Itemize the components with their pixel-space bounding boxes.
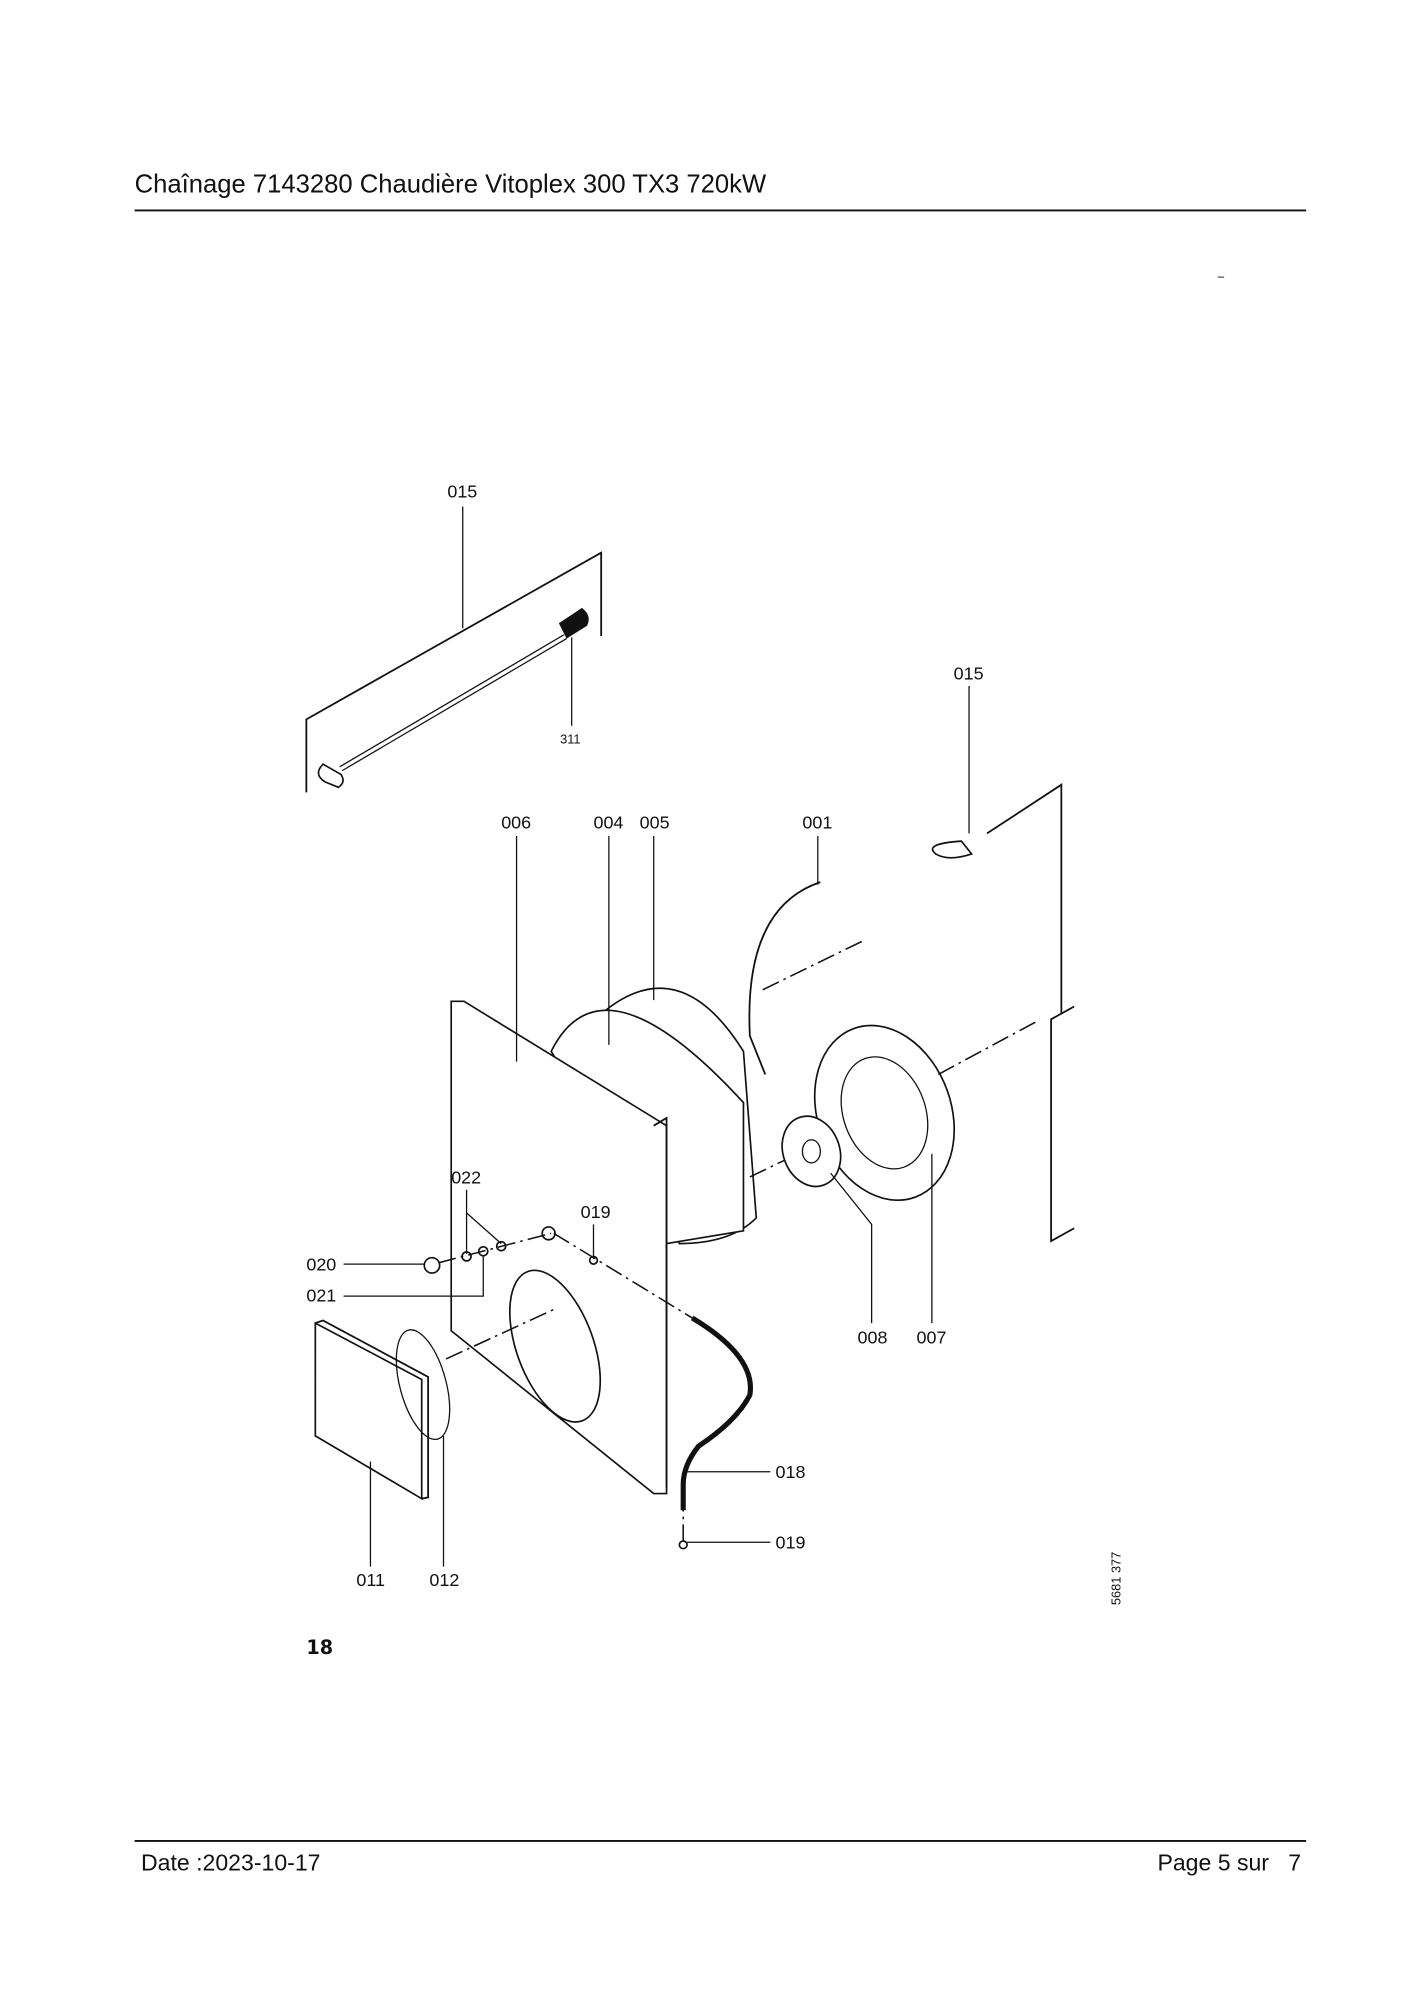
callout-012: 012 (429, 1570, 459, 1590)
callout-019-upper: 019 (581, 1202, 611, 1222)
callout-018: 018 (776, 1462, 806, 1482)
callout-311: 311 (560, 732, 580, 747)
callout-015-right: 015 (954, 664, 984, 684)
boiler-door (450, 987, 758, 1511)
callout-020: 020 (306, 1255, 336, 1275)
callout-leaders (343, 835, 933, 1567)
callout-015-top: 015 (447, 482, 477, 502)
door-gasket (748, 881, 821, 1075)
callout-007: 007 (917, 1328, 947, 1348)
callout-021: 021 (306, 1285, 336, 1305)
cleaning-brush-kit (305, 506, 603, 793)
page-title: Chaînage 7143280 Chaudière Vitoplex 300 … (135, 171, 767, 199)
assembly-centerlines (438, 939, 1039, 1541)
callout-008: 008 (858, 1328, 888, 1348)
callout-019-lower: 019 (776, 1533, 806, 1553)
callout-001: 001 (802, 812, 832, 832)
footer-page-number: Page 5 sur 7 (1157, 1849, 1301, 1875)
callout-022: 022 (451, 1167, 481, 1187)
exploded-parts-diagram: 015 311 015 (305, 482, 1123, 1605)
callout-004: 004 (593, 812, 623, 832)
figure-number: 18 (306, 1636, 333, 1659)
callout-006: 006 (501, 812, 531, 832)
callout-011: 011 (356, 1570, 385, 1590)
cleaning-tool-kit (931, 686, 1075, 1243)
drawing-reference: 5681 377 (1108, 1552, 1123, 1605)
callout-005: 005 (640, 812, 670, 832)
inspection-cover (314, 1319, 451, 1501)
footer-date: Date :2023-10-17 (141, 1849, 321, 1875)
burner-plate-parts (781, 1024, 956, 1202)
